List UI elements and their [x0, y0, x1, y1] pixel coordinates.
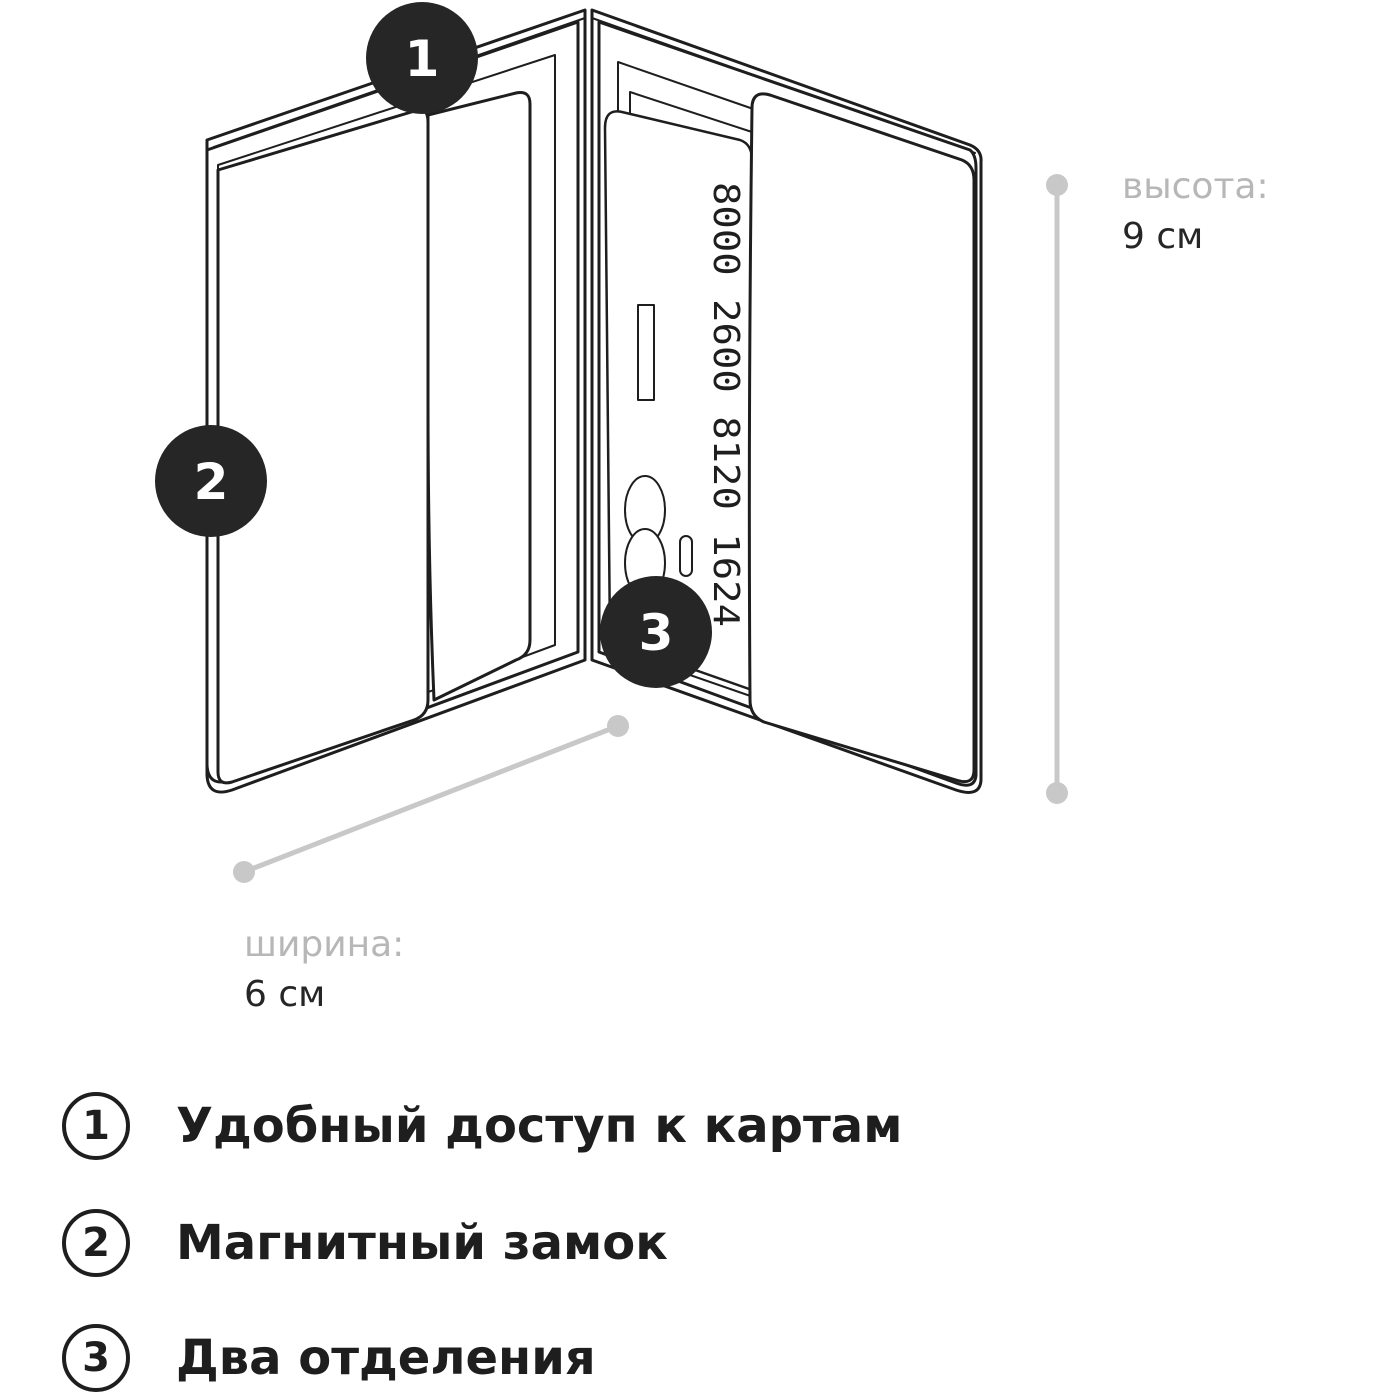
- legend-number: 1: [62, 1092, 130, 1160]
- svg-text:1: 1: [405, 30, 440, 88]
- legend-item-two-compartments: 3 Два отделения: [62, 1318, 1062, 1398]
- marker-1: 1: [366, 2, 478, 114]
- width-dimension-line: [233, 715, 629, 883]
- legend-item-magnetic-lock: 2 Магнитный замок: [62, 1203, 1062, 1283]
- legend-text: Магнитный замок: [176, 1215, 668, 1271]
- height-label: высота: 9 см: [1122, 162, 1269, 262]
- legend-number: 2: [62, 1209, 130, 1277]
- width-label: ширина: 6 см: [244, 920, 404, 1020]
- height-caption: высота:: [1122, 166, 1269, 207]
- marker-3: 3: [600, 576, 712, 688]
- svg-text:2: 2: [194, 453, 229, 511]
- marker-2: 2: [155, 425, 267, 537]
- card-number: 8000 2600 8120 1624: [705, 182, 746, 627]
- width-caption: ширина:: [244, 924, 405, 965]
- height-dimension-line: [1046, 174, 1068, 804]
- legend-number: 3: [62, 1324, 130, 1392]
- svg-text:3: 3: [639, 604, 674, 662]
- legend-text: Удобный доступ к картам: [176, 1098, 903, 1154]
- width-value: 6 см: [244, 974, 326, 1015]
- legend-text: Два отделения: [176, 1330, 596, 1386]
- legend-item-card-access: 1 Удобный доступ к картам: [62, 1086, 1062, 1166]
- wallet-outline: [205, 8, 983, 794]
- height-value: 9 см: [1122, 216, 1204, 257]
